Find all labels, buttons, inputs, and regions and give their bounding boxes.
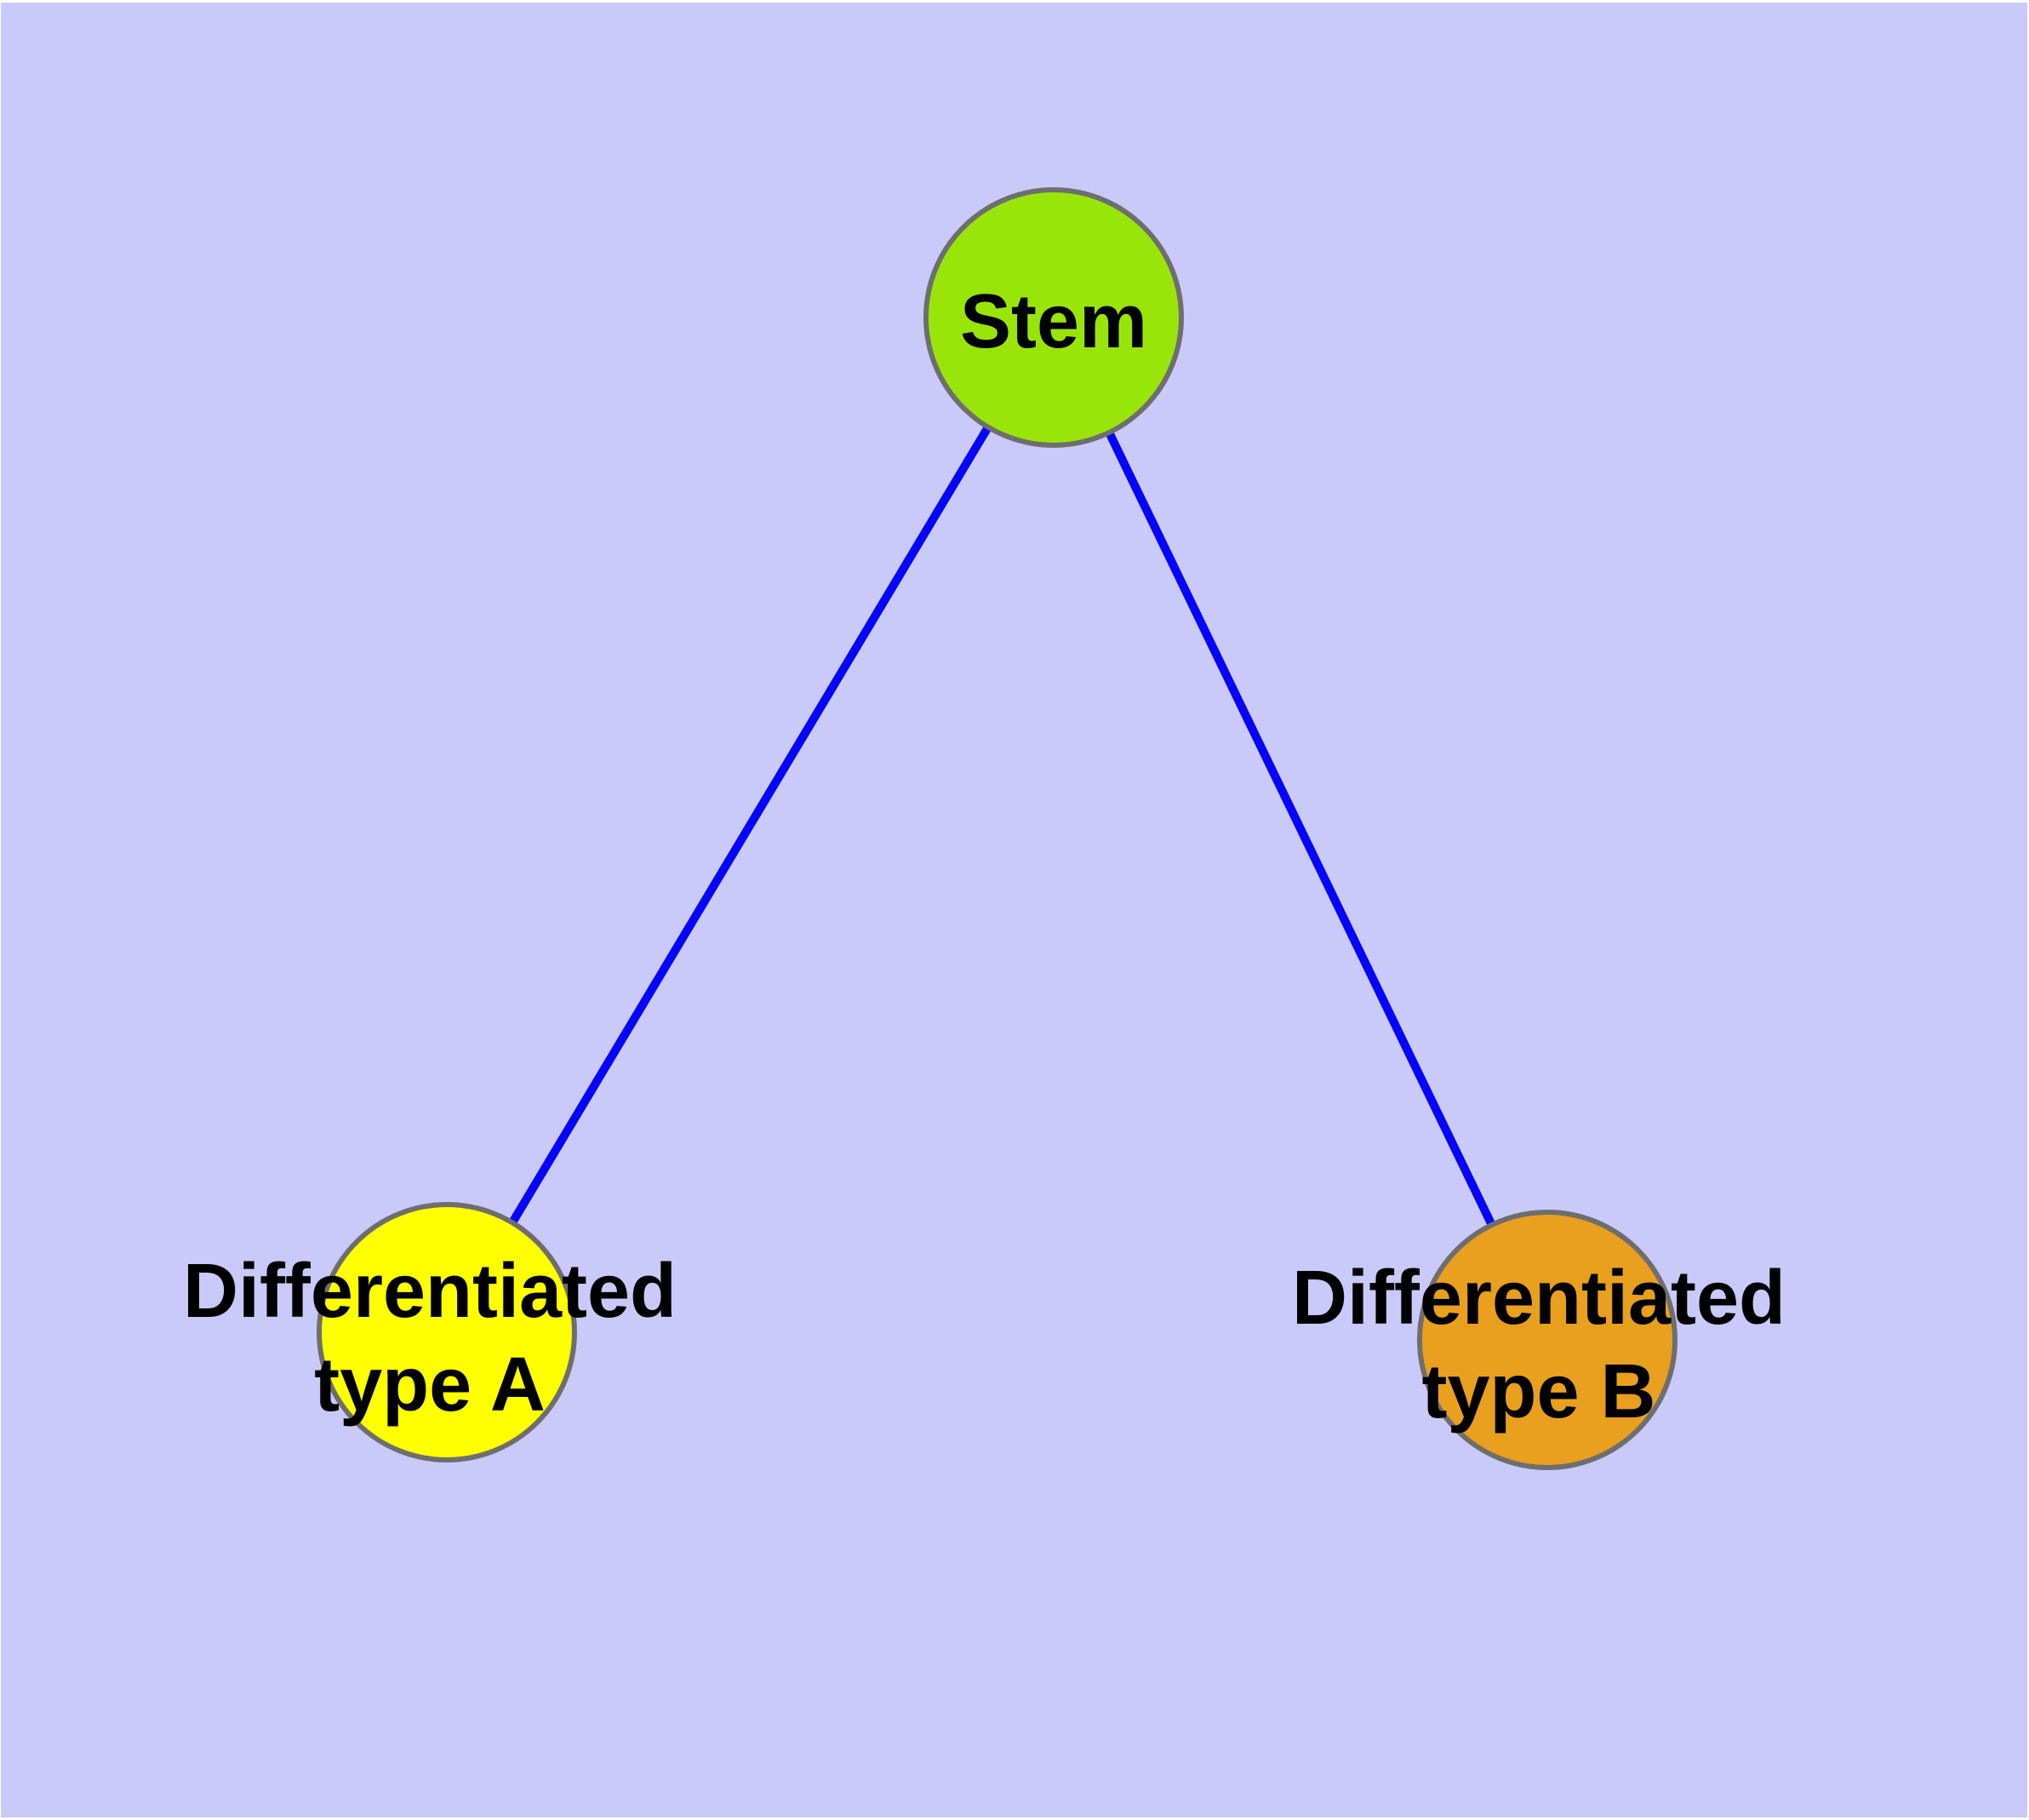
edge-stem-to-type-a <box>443 315 1058 1335</box>
node-stem-circle <box>923 187 1184 448</box>
node-type-b-label-line1: Differentiated <box>1292 1256 1786 1341</box>
edge-stem-to-type-b <box>1049 315 1552 1342</box>
node-type-a-circle <box>317 1202 577 1462</box>
node-stem-label: Stem <box>960 279 1147 364</box>
node-type-a-label-line1: Differentiated <box>183 1249 677 1334</box>
node-type-b-circle <box>1417 1210 1677 1470</box>
node-type-a-label-line2: type A <box>314 1342 546 1428</box>
node-type-b-label-line2: type B <box>1421 1349 1655 1434</box>
